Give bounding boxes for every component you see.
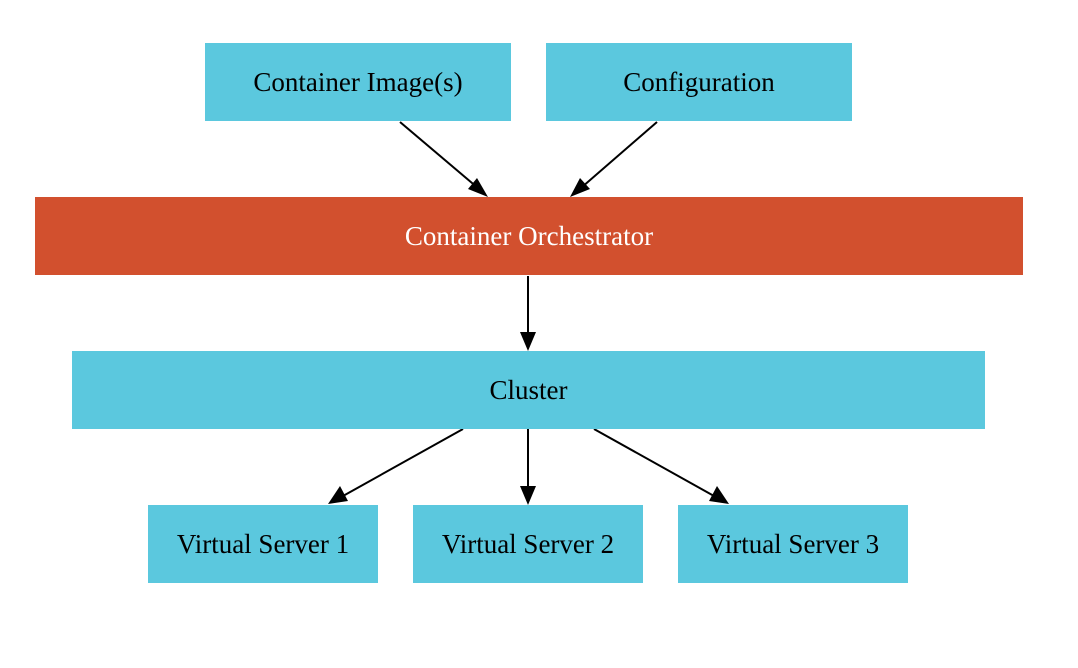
node-cluster-label: Cluster	[489, 374, 568, 405]
edge-cluster-to-vs3	[593, 428, 715, 497]
node-virtual-server-3: Virtual Server 3	[678, 505, 908, 583]
node-container-orchestrator-label: Container Orchestrator	[404, 220, 654, 251]
arrowhead-cluster-to-vs2	[520, 486, 536, 505]
edge-config-to-orchestrator	[573, 121, 658, 195]
arrowhead-cluster-to-vs1	[328, 486, 348, 504]
node-configuration-label: Configuration	[623, 66, 775, 97]
arrowhead-cluster-to-vs3	[709, 486, 729, 504]
node-container-images: Container Image(s)	[205, 43, 511, 121]
node-virtual-server-1-label: Virtual Server 1	[176, 528, 350, 559]
edge-group	[328, 121, 729, 505]
edge-cluster-to-vs1	[342, 428, 464, 497]
node-cluster: Cluster	[72, 351, 985, 429]
node-virtual-server-1: Virtual Server 1	[148, 505, 378, 583]
node-virtual-server-2-label: Virtual Server 2	[441, 528, 615, 559]
arrowhead-images-to-orchestrator	[468, 178, 488, 197]
arrowhead-config-to-orchestrator	[570, 178, 590, 197]
edge-images-to-orchestrator	[399, 121, 486, 195]
node-configuration: Configuration	[546, 43, 852, 121]
node-virtual-server-3-label: Virtual Server 3	[706, 528, 880, 559]
node-container-images-label: Container Image(s)	[253, 66, 463, 97]
node-container-orchestrator: Container Orchestrator	[35, 197, 1023, 275]
arrowhead-orchestrator-to-cluster	[520, 332, 536, 351]
node-virtual-server-2: Virtual Server 2	[413, 505, 643, 583]
